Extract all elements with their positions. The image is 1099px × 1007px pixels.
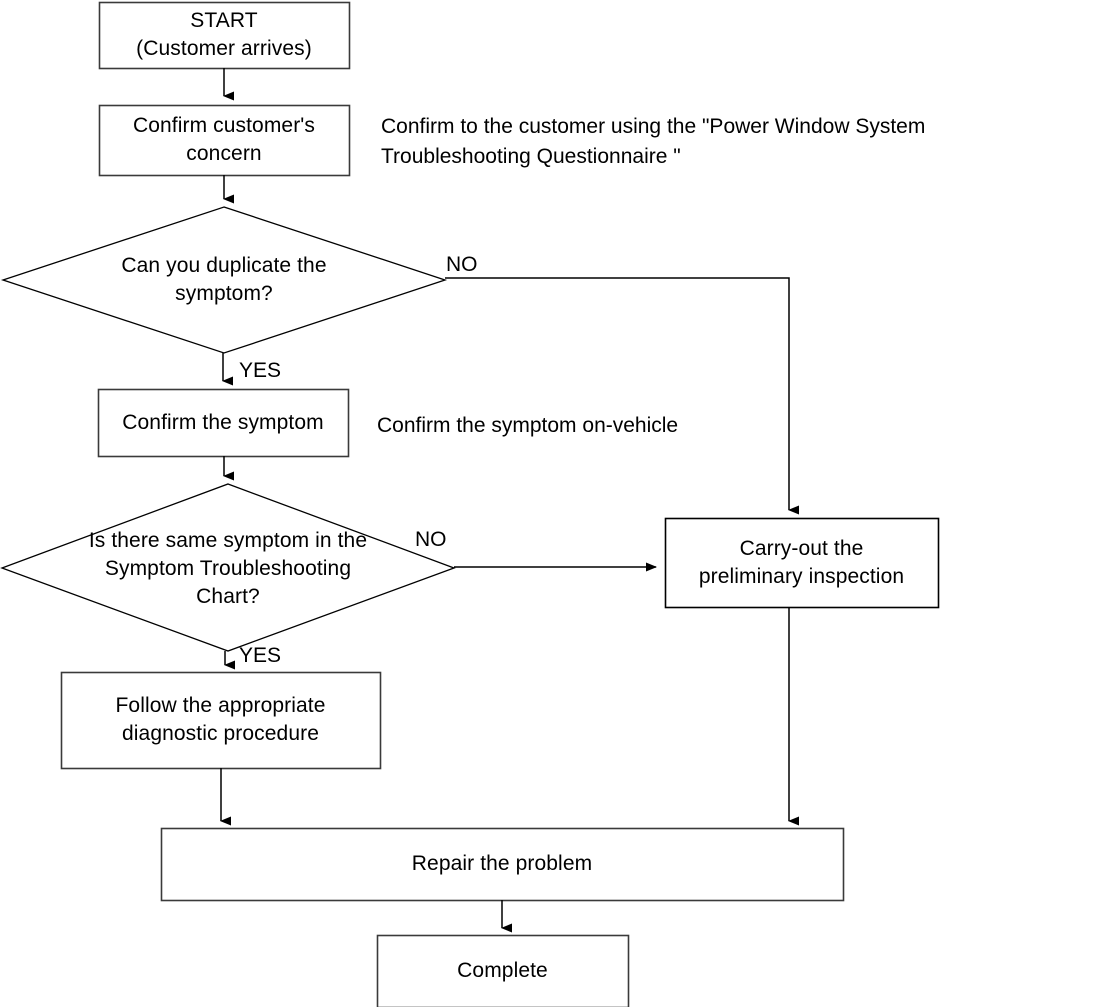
annotation-questionnaire-note: Confirm to the customer using the "Power… bbox=[381, 115, 926, 169]
node-follow-diagnostic-shape bbox=[60, 671, 382, 770]
edge-duplicate-symptom-no-to-preliminary-inspection bbox=[445, 277, 799, 515]
node-symptom-chart-shape bbox=[0, 483, 456, 652]
node-preliminary-inspection-shape bbox=[664, 517, 940, 609]
edge-label-no-symptom-chart: NO bbox=[415, 528, 447, 551]
node-start-shape bbox=[98, 1, 351, 70]
annotation-on-vehicle-note: Confirm the symptom on-vehicle bbox=[377, 414, 679, 437]
edge-label-no-duplicate-symptom: NO bbox=[446, 253, 478, 276]
edge-label-yes-duplicate-symptom: YES bbox=[239, 359, 282, 382]
node-confirm-concern-shape bbox=[98, 104, 351, 177]
node-complete-shape bbox=[376, 934, 630, 1007]
node-repair-problem-shape bbox=[160, 827, 845, 902]
node-duplicate-symptom-shape bbox=[0, 206, 448, 354]
edge-label-yes-symptom-chart: YES bbox=[239, 644, 282, 667]
node-confirm-symptom-shape bbox=[97, 388, 350, 458]
